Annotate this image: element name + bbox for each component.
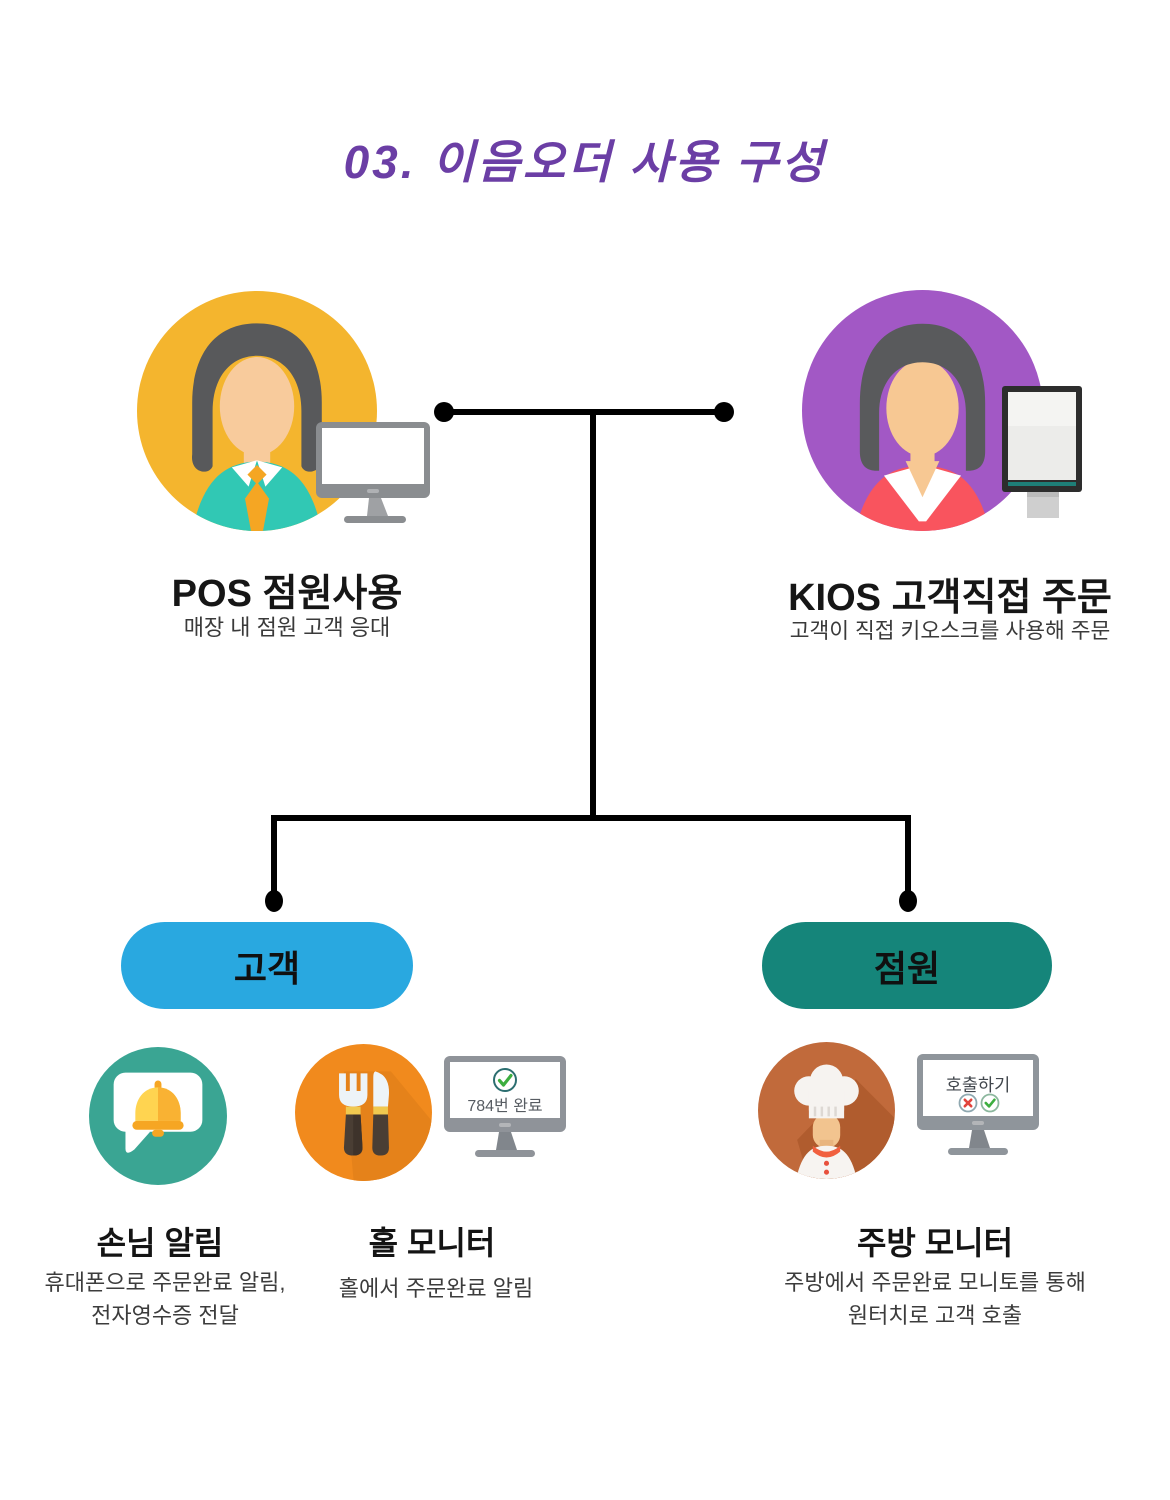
button: [823, 1160, 830, 1166]
kios-node-description: 고객이 직접 키오스크를 사용해 주문: [789, 619, 1111, 643]
customer-branch-pill: 고객: [121, 922, 413, 1009]
pos-node-title: POS 점원사용: [171, 573, 403, 615]
chef-avatar-icon: [758, 1042, 895, 1179]
check-circle-icon: [980, 1093, 1000, 1113]
kitchen-monitor-call-text: 호출하기: [945, 1075, 1011, 1095]
pos-monitor-icon: [316, 422, 430, 523]
kitchen-feature-title: 주방 모니터: [856, 1225, 1014, 1261]
notification-bell-icon: [89, 1047, 227, 1185]
bell-clapper: [152, 1129, 164, 1137]
fork-handle-shade: [353, 1114, 363, 1156]
fork-band: [345, 1106, 361, 1115]
kios-node-title: KIOS 고객직접 주문: [788, 577, 1112, 619]
kios-customer-avatar-icon: [802, 290, 1043, 531]
kiosk-screen-icon: [1002, 386, 1082, 518]
button: [823, 1169, 830, 1175]
staff-branch-label: 점원: [873, 947, 941, 989]
connector-dot: [899, 890, 917, 912]
hall-monitor-status-text: 784번 완료: [467, 1098, 543, 1115]
hall-monitor-frame: [444, 1056, 566, 1157]
staff-branch-pill: 점원: [762, 922, 1052, 1009]
speech-bubble-tail: [125, 1127, 151, 1153]
kitchen-feature-description: 주방에서 주문완료 모니토를 통해 원터치로 고객 호출: [784, 1270, 1086, 1328]
neck: [819, 1139, 834, 1150]
collar: [231, 460, 257, 487]
notify-feature-description: 휴대폰으로 주문완료 알림, 전자영수증 전달: [44, 1270, 286, 1328]
customer-branch-label: 고객: [233, 947, 301, 989]
fork-head: [339, 1073, 368, 1107]
connector-dot: [434, 402, 454, 422]
hall-monitor-icon: 784번 완료: [443, 1054, 567, 1158]
green-check-icon: [497, 1073, 513, 1087]
kitchen-monitor-icon: 호출하기: [916, 1050, 1040, 1160]
face: [886, 359, 959, 457]
notify-feature-title: 손님 알림: [96, 1225, 224, 1261]
bell-shade: [158, 1087, 181, 1121]
collar: [812, 1145, 841, 1158]
knife-handle: [372, 1114, 389, 1156]
face: [812, 1114, 841, 1148]
hair: [859, 323, 986, 471]
hall-feature-title: 홀 모니터: [368, 1225, 496, 1261]
face: [219, 357, 295, 456]
hair: [191, 323, 323, 472]
knife-band: [373, 1106, 388, 1115]
page-title: 03. 이음오더 사용 구성: [343, 136, 827, 188]
kitchen-monitor-frame: [917, 1054, 1039, 1155]
check-circle-icon: [493, 1068, 517, 1092]
bell-bar: [132, 1120, 184, 1130]
pos-node-description: 매장 내 점원 고객 응대: [183, 615, 391, 640]
fork-knife-icon: [295, 1044, 432, 1181]
tie: [245, 481, 269, 531]
green-check-icon: [984, 1098, 996, 1108]
chest: [905, 461, 940, 498]
red-x-icon: [963, 1098, 973, 1108]
hall-feature-description: 홀에서 주문완료 알림: [338, 1276, 534, 1301]
connector-dot: [714, 402, 734, 422]
connector-dot: [265, 890, 283, 912]
knife-blade: [373, 1071, 390, 1107]
